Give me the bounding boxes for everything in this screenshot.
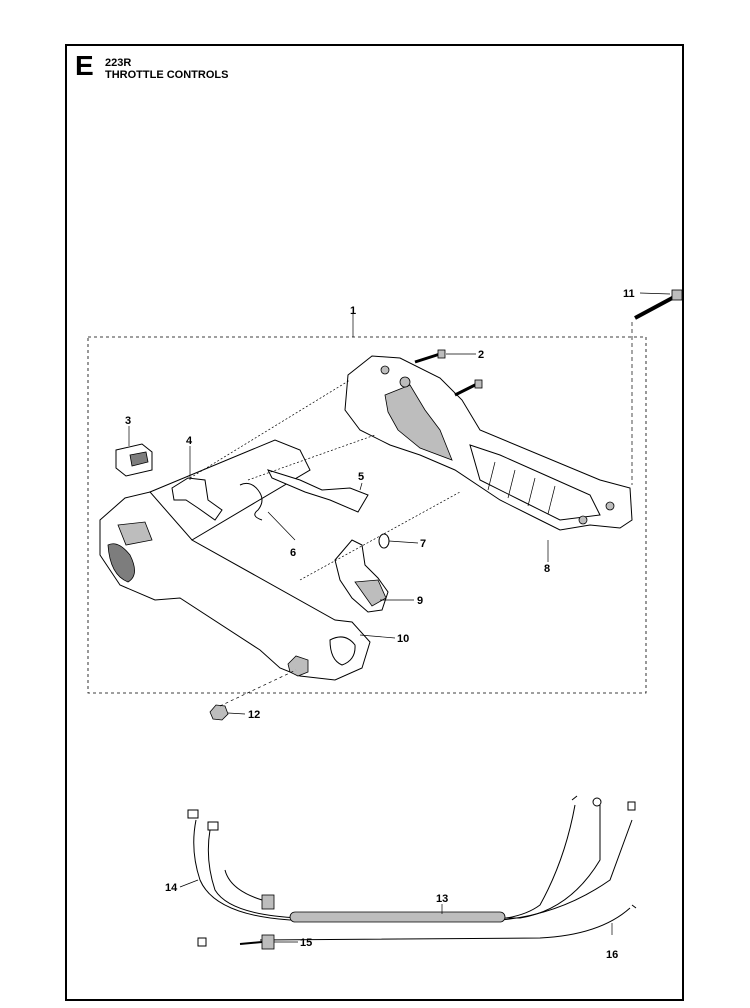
page-frame bbox=[65, 44, 684, 1001]
part-throttle-lockout bbox=[171, 477, 223, 521]
callout-3: 3 bbox=[125, 415, 131, 427]
leader-11 bbox=[639, 292, 671, 295]
part-handle-housing bbox=[99, 439, 371, 681]
part-ring bbox=[378, 533, 390, 549]
section-letter: E bbox=[75, 50, 94, 81]
leader-12 bbox=[227, 712, 246, 715]
callout-7: 7 bbox=[420, 538, 426, 550]
part-throttle-trigger bbox=[334, 539, 389, 613]
part-throttle-rod bbox=[267, 469, 369, 513]
part-spring bbox=[239, 482, 263, 521]
callout-13: 13 bbox=[436, 893, 448, 905]
callout-11: 11 bbox=[623, 288, 635, 300]
leader-5 bbox=[359, 482, 363, 491]
part-throttle-housing bbox=[344, 355, 633, 531]
leader-10 bbox=[359, 634, 396, 639]
callout-9: 9 bbox=[417, 595, 423, 607]
leader-14 bbox=[179, 879, 199, 888]
callout-10: 10 bbox=[397, 633, 409, 645]
callout-1: 1 bbox=[350, 305, 356, 317]
leader-7 bbox=[388, 540, 419, 544]
callout-8: 8 bbox=[544, 563, 550, 575]
diagram-title: THROTTLE CONTROLS bbox=[105, 69, 229, 81]
callout-5: 5 bbox=[358, 471, 364, 483]
callout-2: 2 bbox=[478, 349, 484, 361]
part-stop-switch bbox=[115, 443, 153, 477]
part-nut bbox=[209, 704, 229, 721]
callout-15: 15 bbox=[300, 937, 312, 949]
part-screws bbox=[414, 349, 483, 397]
callout-6: 6 bbox=[290, 547, 296, 559]
assembly-box bbox=[87, 336, 647, 694]
leader-6 bbox=[267, 511, 296, 541]
callout-14: 14 bbox=[165, 882, 178, 894]
callout-12: 12 bbox=[248, 709, 260, 721]
part-long-bolt bbox=[634, 289, 683, 320]
part-wire-harness bbox=[187, 795, 637, 950]
callout-4: 4 bbox=[186, 435, 193, 447]
model-label: 223R bbox=[105, 57, 132, 69]
callout-16: 16 bbox=[606, 949, 618, 961]
